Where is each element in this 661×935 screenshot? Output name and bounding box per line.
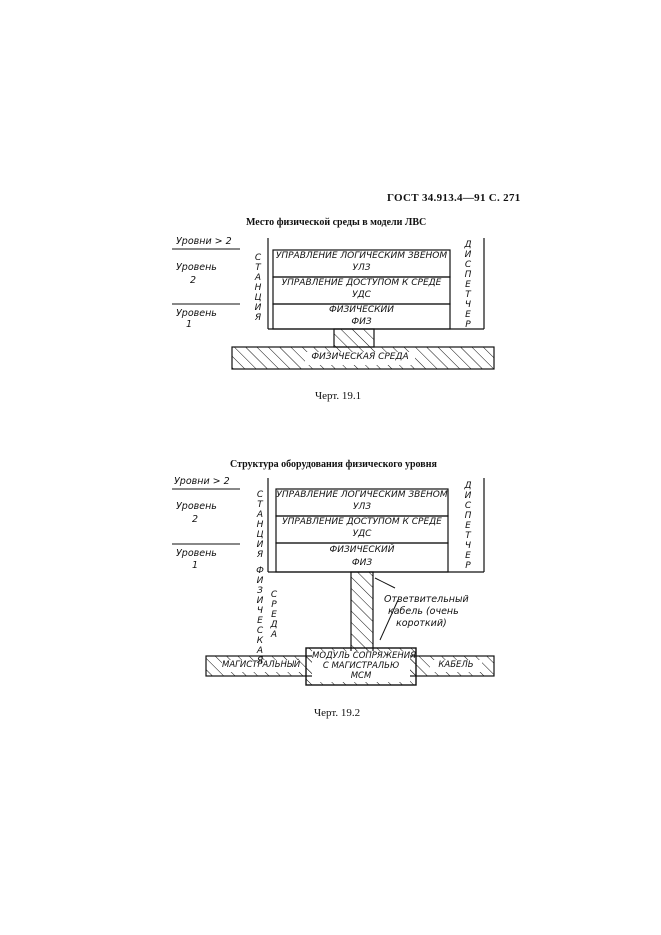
figure2-diagram [172,478,495,686]
mac-title: УПРАВЛЕНИЕ ДОСТУПОМ К СРЕДЕ [282,517,442,527]
level1-number: 1 [192,560,199,571]
llc-title: УПРАВЛЕНИЕ ЛОГИЧЕСКИМ ЗВЕНОМ [276,490,448,500]
level2-label: Уровень [176,501,217,512]
mau-module-label-2: С МАГИСТРАЛЬЮ [322,661,400,671]
connector [333,328,375,348]
mau-module-label-1: МОДУЛЬ СОПРЯЖЕНИЯ [312,651,417,661]
mac-abbr: УДС [352,290,371,300]
figure1-title: Место физической среды в модели ЛВС [246,217,427,228]
page-header: ГОСТ 34.913.4—91 С. 271 [387,192,521,204]
phy-title: ФИЗИЧЕСКИЙ [329,305,394,315]
phy-abbr: ФИЗ [351,558,373,568]
figure1-caption: Черт. 19.1 [315,390,362,402]
llc-abbr: УЛЗ [352,502,372,512]
llc-abbr: УЛЗ [352,263,371,273]
level-top-label: Уровни > 2 [176,236,232,247]
level1-label: Уровень [176,308,217,319]
physical-medium-label: ФИЗИЧЕСКАЯ СРЕДА [311,352,409,362]
level2-label: Уровень [176,262,217,273]
level-top-label: Уровни > 2 [174,476,230,487]
trunk-cable-label-left: МАГИСТРАЛЬНЫЙ [222,660,301,670]
figure1-diagram [172,238,495,370]
level2-number: 2 [190,275,197,286]
branch-cable-label-3: короткий) [396,618,447,629]
level1-label: Уровень [176,548,217,559]
level1-number: 1 [186,319,193,330]
llc-title: УПРАВЛЕНИЕ ЛОГИЧЕСКИМ ЗВЕНОМ [275,251,448,261]
figure2-caption: Черт. 19.2 [314,707,361,719]
branch-cable-label-1: Ответвительный [384,594,469,605]
mac-title: УПРАВЛЕНИЕ ДОСТУПОМ К СРЕДЕ [281,278,442,288]
trunk-cable-label-right: КАБЕЛЬ [438,660,474,670]
mau-module-label-3: МСМ [350,671,372,681]
branch-cable [350,571,374,657]
figure2-title: Структура оборудования физического уровн… [230,459,437,470]
level2-number: 2 [192,514,199,525]
phy-abbr: ФИЗ [351,317,372,327]
mac-abbr: УДС [352,529,372,539]
phy-title: ФИЗИЧЕСКИЙ [329,545,395,555]
branch-cable-label-2: кабель (очень [388,606,459,617]
